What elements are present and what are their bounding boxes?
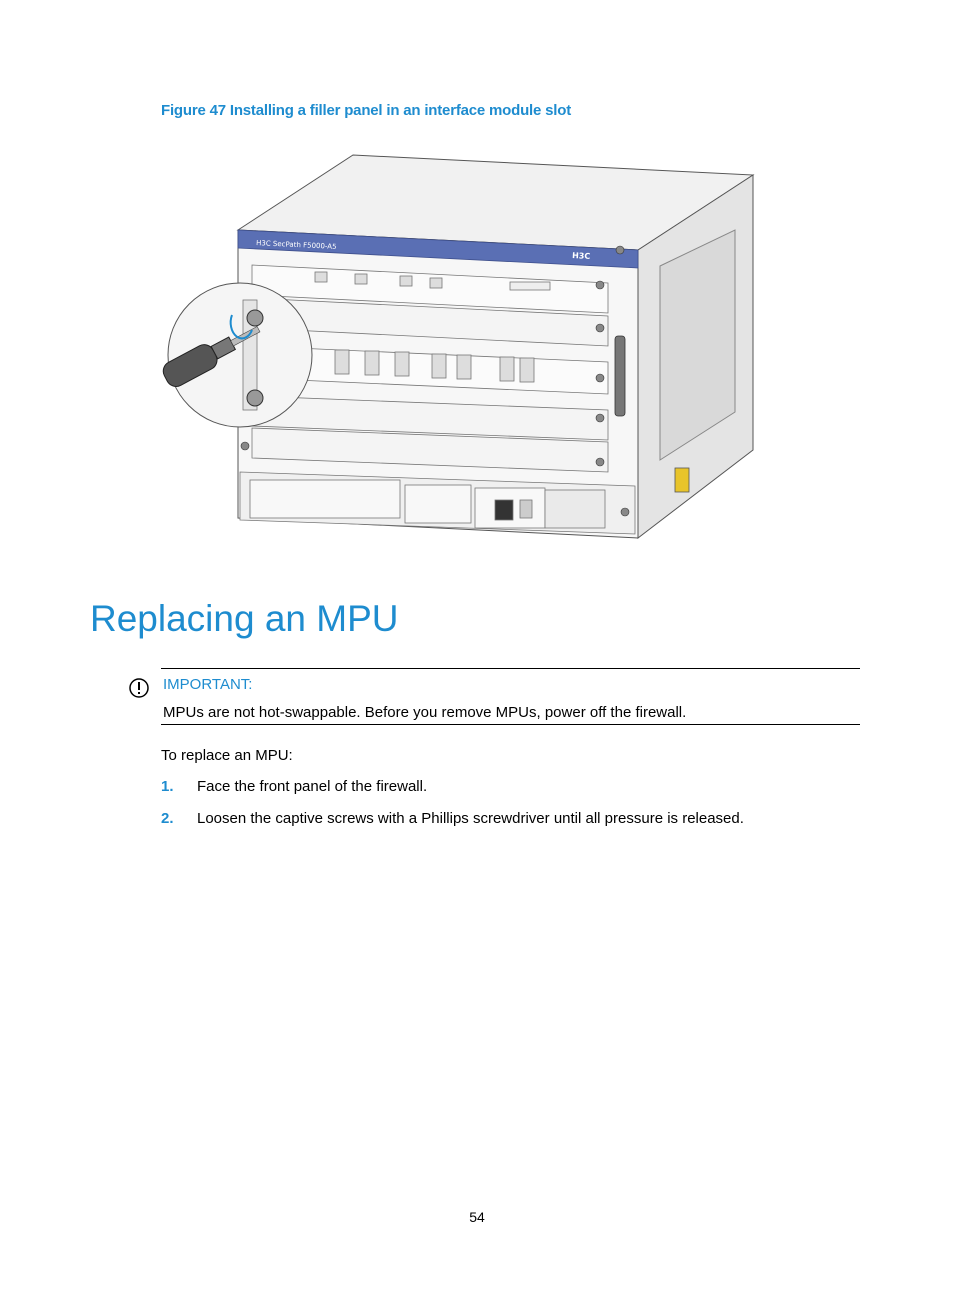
note-bottom-rule xyxy=(161,724,860,725)
procedure-intro: To replace an MPU: xyxy=(161,747,293,764)
magnifier-callout xyxy=(162,282,313,428)
chassis-handle xyxy=(614,335,626,417)
device-label: H3C SecPath F5000-A5 xyxy=(256,239,337,251)
front-header xyxy=(237,229,639,269)
chassis-illustration: H3C SecPath F5000-A5 H3C xyxy=(162,154,755,540)
captive-screws xyxy=(240,245,630,517)
slot-3 xyxy=(251,345,609,395)
brand-logo: H3C xyxy=(572,251,591,261)
page-number: 54 xyxy=(469,1209,485,1225)
step-text: Loosen the captive screws with a Phillip… xyxy=(197,810,744,827)
slot-5 xyxy=(251,427,609,473)
step-number: 1. xyxy=(161,778,174,795)
step-text: Face the front panel of the firewall. xyxy=(197,778,428,795)
note-text: MPUs are not hot-swappable. Before you r… xyxy=(163,704,687,721)
warning-circle-icon xyxy=(129,678,149,698)
step-number: 2. xyxy=(161,810,174,827)
note-label: IMPORTANT: xyxy=(163,676,253,693)
figure-caption: Figure 47 Installing a filler panel in a… xyxy=(161,102,571,119)
power-module xyxy=(239,471,636,535)
screwdriver-icon xyxy=(162,326,261,387)
note-top-rule xyxy=(161,668,860,669)
section-title: Replacing an MPU xyxy=(90,598,399,639)
